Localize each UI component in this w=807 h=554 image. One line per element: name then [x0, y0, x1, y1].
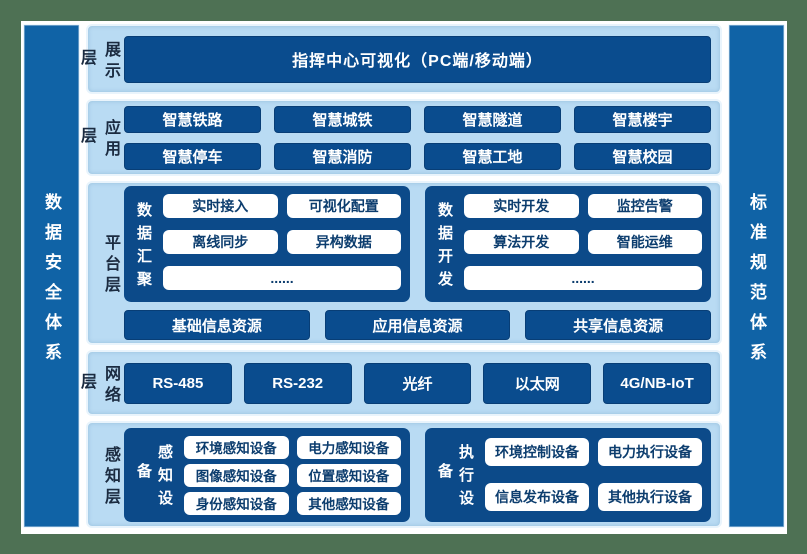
more-chip: ...... — [464, 266, 702, 290]
chip: 其他感知设备 — [296, 491, 401, 515]
data-security-label: 数据安全体系 — [42, 192, 61, 373]
platform-layer-label: 平台层 — [102, 234, 119, 297]
execution-devices-group: 执行设备 环境控制设备 电力执行设备 信息发布设备 其他执行设备 — [425, 427, 711, 522]
chip: 环境控制设备 — [485, 438, 589, 466]
data-security-sidebar: 数据安全体系 — [23, 24, 80, 528]
app-item: 智慧楼宇 — [574, 105, 711, 133]
network-item: RS-485 — [124, 362, 232, 404]
data-aggregation-label: 数据汇聚 — [135, 202, 152, 294]
perception-layer-label: 感知层 — [102, 445, 119, 509]
resource-bar: 共享信息资源 — [525, 310, 711, 340]
data-aggregation-chips: 实时接入 可视化配置 离线同步 异构数据 ...... — [163, 194, 401, 294]
perception-layer-panel: 感知层 感知设备 环境感知设备 电力感知设备 图像感知设备 位置感知设备 身份感… — [86, 421, 722, 528]
display-layer-label: 展示层 — [78, 40, 119, 83]
network-item: 4G/NB-IoT — [603, 362, 711, 404]
sensing-devices-group: 感知设备 环境感知设备 电力感知设备 图像感知设备 位置感知设备 身份感知设备 … — [124, 427, 410, 522]
chip: 位置感知设备 — [296, 463, 401, 487]
chip: 可视化配置 — [286, 194, 401, 218]
platform-layer-panel: 平台层 数据汇聚 实时接入 可视化配置 离线同步 异构数据 ...... — [86, 181, 722, 345]
app-item: 智慧工地 — [424, 142, 561, 170]
chip: 实时接入 — [163, 194, 278, 218]
application-layer-panel: 应用层 智慧铁路 智慧城铁 智慧隧道 智慧楼宇 智慧停车 智慧消防 智慧工地 智… — [78, 99, 722, 176]
data-development-chips: 实时开发 监控告警 算法开发 智能运维 ...... — [464, 194, 702, 294]
chip: 实时开发 — [464, 194, 579, 218]
network-item: RS-232 — [243, 362, 352, 404]
resource-row: 基础信息资源 应用信息资源 共享信息资源 — [124, 310, 711, 340]
application-grid: 智慧铁路 智慧城铁 智慧隧道 智慧楼宇 智慧停车 智慧消防 智慧工地 智慧校园 — [124, 105, 711, 170]
sensing-devices-chips: 环境感知设备 电力感知设备 图像感知设备 位置感知设备 身份感知设备 其他感知设… — [184, 435, 401, 515]
display-layer-panel: 展示层 指挥中心可视化（PC端/移动端） — [78, 24, 722, 94]
execution-devices-chips: 环境控制设备 电力执行设备 信息发布设备 其他执行设备 — [485, 436, 702, 514]
platform-groups: 数据汇聚 实时接入 可视化配置 离线同步 异构数据 ...... 数据开发 实时… — [124, 186, 711, 302]
chip: 其他执行设备 — [598, 483, 702, 511]
chip: 离线同步 — [163, 230, 278, 254]
data-development-label: 数据开发 — [436, 202, 453, 294]
chip: 环境感知设备 — [184, 435, 289, 459]
chip: 信息发布设备 — [485, 483, 589, 511]
execution-devices-label: 执行设备 — [436, 444, 474, 513]
chip: 监控告警 — [587, 194, 702, 218]
app-item: 智慧城铁 — [274, 105, 411, 133]
chip: 电力执行设备 — [598, 438, 702, 466]
network-item: 光纤 — [363, 362, 472, 404]
app-item: 智慧校园 — [574, 142, 711, 170]
network-layer-panel: 网络层 RS-485 RS-232 光纤 以太网 4G/NB-IoT — [78, 350, 722, 416]
more-chip: ...... — [163, 266, 401, 290]
app-item: 智慧隧道 — [424, 105, 561, 133]
data-development-group: 数据开发 实时开发 监控告警 算法开发 智能运维 ...... — [425, 186, 711, 302]
data-aggregation-group: 数据汇聚 实时接入 可视化配置 离线同步 异构数据 ...... — [124, 186, 410, 302]
standards-label: 标准规范体系 — [747, 192, 766, 373]
platform-content: 数据汇聚 实时接入 可视化配置 离线同步 异构数据 ...... 数据开发 实时… — [124, 186, 711, 340]
chip: 身份感知设备 — [184, 491, 289, 515]
resource-bar: 应用信息资源 — [324, 310, 511, 340]
chip: 电力感知设备 — [296, 435, 401, 459]
chip: 智能运维 — [587, 230, 702, 254]
diagram-frame: 数据安全体系 展示层 指挥中心可视化（PC端/移动端） 应用层 智慧铁路 智慧城… — [21, 21, 787, 534]
app-item: 智慧停车 — [124, 142, 261, 170]
standards-sidebar: 标准规范体系 — [728, 24, 785, 528]
chip: 异构数据 — [286, 230, 401, 254]
sensing-devices-label: 感知设备 — [135, 444, 173, 513]
chip: 图像感知设备 — [184, 463, 289, 487]
network-grid: RS-485 RS-232 光纤 以太网 4G/NB-IoT — [124, 362, 711, 404]
app-item: 智慧消防 — [274, 142, 411, 170]
perception-content: 感知设备 环境感知设备 电力感知设备 图像感知设备 位置感知设备 身份感知设备 … — [124, 427, 711, 522]
command-center-bar: 指挥中心可视化（PC端/移动端） — [124, 35, 711, 83]
chip: 算法开发 — [464, 230, 579, 254]
app-item: 智慧铁路 — [124, 105, 261, 133]
layer-stack: 展示层 指挥中心可视化（PC端/移动端） 应用层 智慧铁路 智慧城铁 智慧隧道 … — [78, 24, 722, 528]
display-layer-content: 指挥中心可视化（PC端/移动端） — [124, 35, 711, 83]
network-layer-label: 网络层 — [78, 364, 119, 407]
resource-bar: 基础信息资源 — [124, 310, 310, 340]
network-item: 以太网 — [483, 362, 592, 404]
application-layer-label: 应用层 — [78, 119, 119, 161]
